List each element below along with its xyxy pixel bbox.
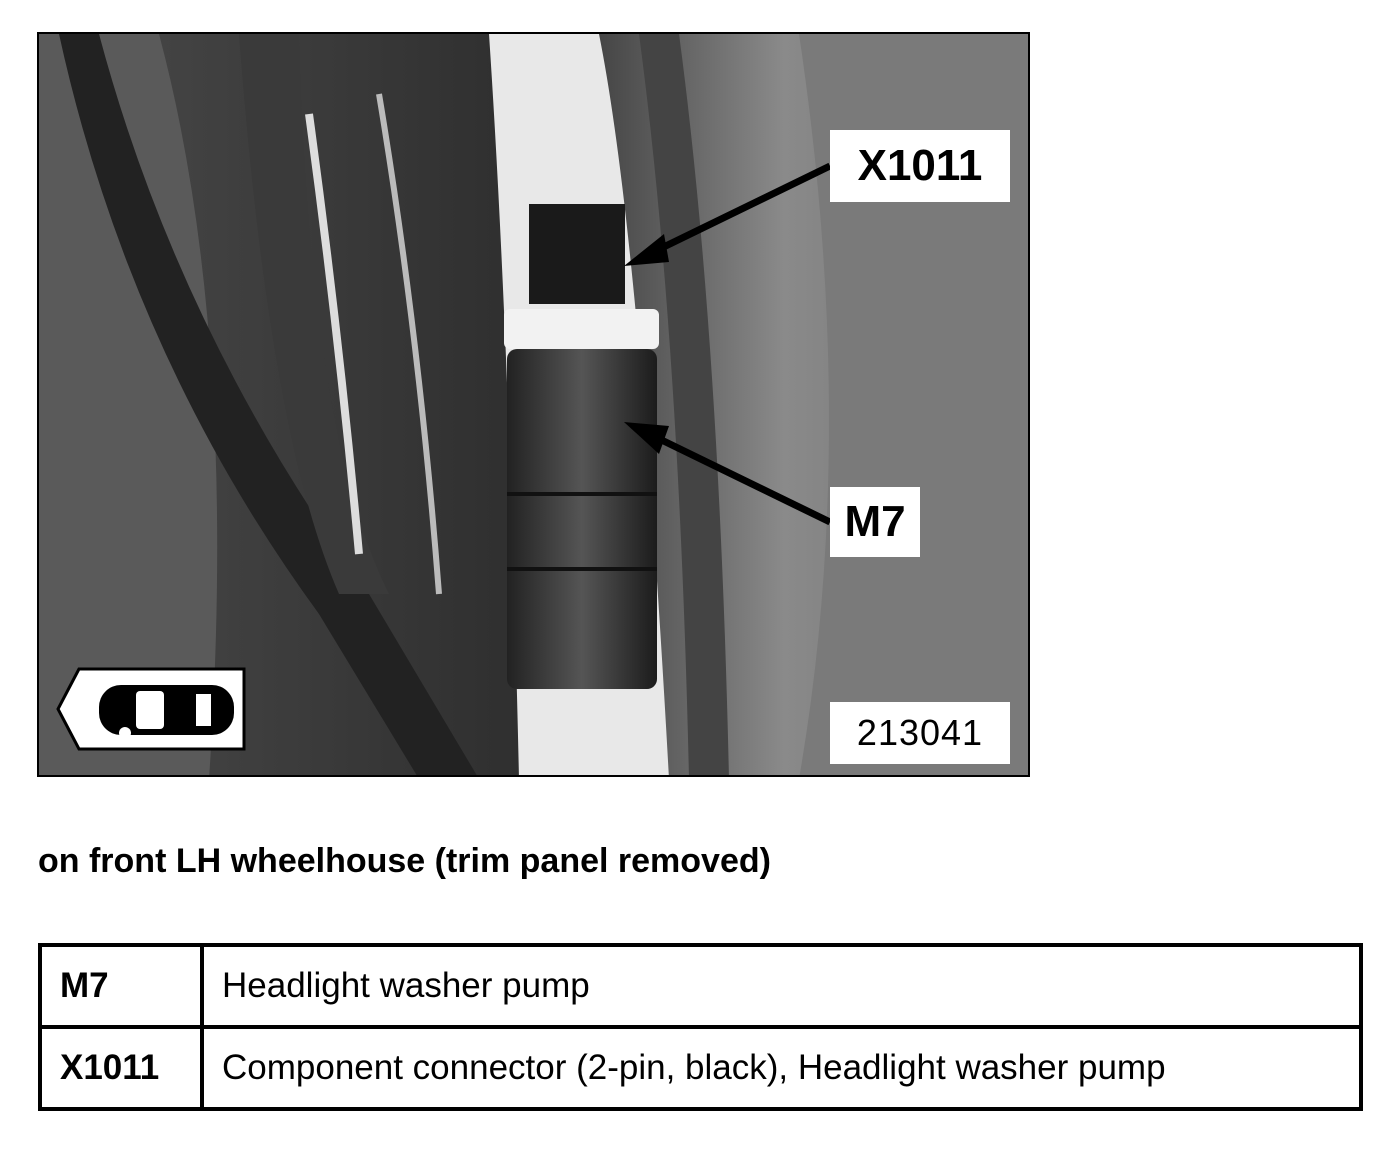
table-row: X1011 Component connector (2-pin, black)… (38, 1025, 1363, 1111)
component-location-photo: X1011 M7 213041 (37, 32, 1030, 777)
component-code: X1011 (38, 1025, 204, 1111)
x1011-arrow (637, 162, 832, 263)
component-description: Component connector (2-pin, black), Head… (200, 1025, 1363, 1111)
m7-arrow (637, 425, 832, 526)
car-front-left-view-icon (56, 667, 246, 751)
component-description: Headlight washer pump (200, 943, 1363, 1029)
legend-table: M7 Headlight washer pump X1011 Component… (38, 943, 1363, 1111)
table-row: M7 Headlight washer pump (38, 943, 1363, 1029)
callout-x1011: X1011 (830, 130, 1010, 202)
figure-number: 213041 (830, 702, 1010, 764)
figure-caption: on front LH wheelhouse (trim panel remov… (38, 842, 771, 880)
callout-m7: M7 (830, 487, 920, 557)
component-code: M7 (38, 943, 204, 1029)
